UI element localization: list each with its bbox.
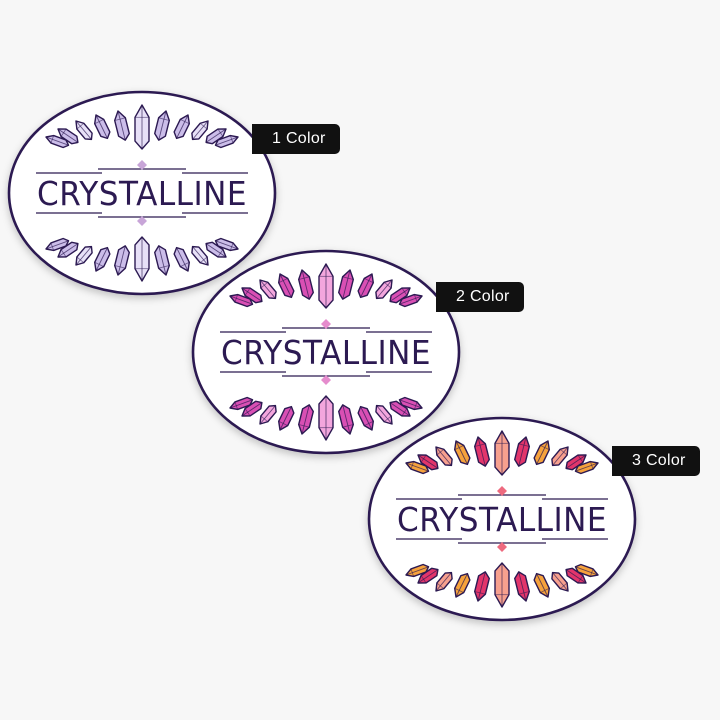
- crystal-top-0: [494, 430, 510, 476]
- crystal-top-3: [93, 114, 111, 140]
- diamond-accent: [321, 319, 331, 329]
- crystal-bottom-8: [565, 567, 587, 584]
- crystal-top-6: [551, 446, 569, 467]
- crystal-bottom-1: [113, 245, 130, 276]
- crystal-bottom-6: [191, 245, 209, 266]
- crystal-top-10: [398, 293, 423, 308]
- crystal-top-9: [229, 293, 254, 308]
- diamond-accent: [321, 375, 331, 385]
- crystal-top-0: [134, 104, 150, 150]
- crystal-bottom-4: [533, 572, 551, 598]
- crystal-top-5: [75, 120, 93, 141]
- diamond-accent: [497, 542, 507, 552]
- crystal-top-2: [514, 436, 531, 467]
- crystal-bottom-10: [398, 396, 423, 411]
- crystalline-logo-1: CRYSTALLINE: [7, 90, 277, 296]
- crystal-bottom-10: [214, 237, 239, 252]
- crystal-bottom-0: [494, 562, 510, 608]
- brand-wordmark: CRYSTALLINE: [397, 500, 607, 539]
- crystal-top-7: [57, 128, 79, 145]
- crystal-cluster: [229, 263, 423, 441]
- crystal-bottom-3: [277, 405, 295, 431]
- crystal-top-9: [45, 134, 70, 149]
- variant-tag-2-color: 2 Color: [436, 282, 524, 312]
- crystal-top-9: [405, 460, 430, 475]
- crystal-top-3: [453, 440, 471, 466]
- crystal-cluster: [45, 104, 239, 282]
- crystal-bottom-1: [297, 404, 314, 435]
- diamond-accent: [137, 160, 147, 170]
- decorative-rules: [396, 486, 608, 552]
- crystal-top-8: [205, 128, 227, 145]
- crystal-top-10: [574, 460, 599, 475]
- crystal-bottom-6: [551, 571, 569, 592]
- crystal-top-1: [113, 110, 130, 141]
- crystal-top-3: [277, 273, 295, 299]
- crystal-bottom-9: [405, 563, 430, 578]
- crystal-bottom-4: [173, 246, 191, 272]
- crystal-top-4: [173, 114, 191, 140]
- crystal-bottom-10: [574, 563, 599, 578]
- crystal-cluster: [405, 430, 599, 608]
- crystal-top-4: [357, 273, 375, 299]
- crystalline-logo-3: CRYSTALLINE: [367, 416, 637, 622]
- variant-tag-1-color: 1 Color: [252, 124, 340, 154]
- crystal-top-5: [435, 446, 453, 467]
- crystal-bottom-2: [338, 404, 355, 435]
- crystal-bottom-7: [417, 567, 439, 584]
- crystal-bottom-7: [241, 400, 263, 417]
- sticker-3-color: CRYSTALLINE: [366, 415, 638, 623]
- brand-wordmark: CRYSTALLINE: [37, 174, 247, 213]
- crystal-bottom-9: [45, 237, 70, 252]
- crystal-bottom-1: [473, 571, 490, 602]
- crystal-top-1: [297, 269, 314, 300]
- decorative-rules: [220, 319, 432, 385]
- crystal-bottom-9: [229, 396, 254, 411]
- crystal-bottom-3: [93, 246, 111, 272]
- crystal-bottom-7: [57, 241, 79, 258]
- crystal-bottom-5: [75, 245, 93, 266]
- crystal-top-7: [417, 454, 439, 471]
- sticker-1-color: CRYSTALLINE: [6, 89, 278, 297]
- crystal-top-6: [375, 279, 393, 300]
- sticker-2-color: CRYSTALLINE: [190, 248, 462, 456]
- diamond-accent: [497, 486, 507, 496]
- crystal-bottom-5: [435, 571, 453, 592]
- crystal-top-0: [318, 263, 334, 309]
- variant-tag-3-color: 3 Color: [612, 446, 700, 476]
- decorative-rules: [36, 160, 248, 226]
- crystal-top-4: [533, 440, 551, 466]
- crystal-top-8: [389, 287, 411, 304]
- crystal-top-5: [259, 279, 277, 300]
- crystal-bottom-0: [134, 236, 150, 282]
- crystal-top-1: [473, 436, 490, 467]
- crystal-bottom-5: [259, 404, 277, 425]
- crystal-top-2: [154, 110, 171, 141]
- crystal-top-6: [191, 120, 209, 141]
- crystal-bottom-6: [375, 404, 393, 425]
- brand-wordmark: CRYSTALLINE: [221, 333, 431, 372]
- diamond-accent: [137, 216, 147, 226]
- crystal-bottom-2: [514, 571, 531, 602]
- crystal-top-2: [338, 269, 355, 300]
- crystal-bottom-8: [389, 400, 411, 417]
- crystal-bottom-2: [154, 245, 171, 276]
- crystal-top-10: [214, 134, 239, 149]
- crystal-bottom-0: [318, 395, 334, 441]
- crystalline-logo-2: CRYSTALLINE: [191, 249, 461, 455]
- crystal-top-7: [241, 287, 263, 304]
- crystal-top-8: [565, 454, 587, 471]
- crystal-bottom-4: [357, 405, 375, 431]
- crystal-bottom-8: [205, 241, 227, 258]
- crystal-bottom-3: [453, 572, 471, 598]
